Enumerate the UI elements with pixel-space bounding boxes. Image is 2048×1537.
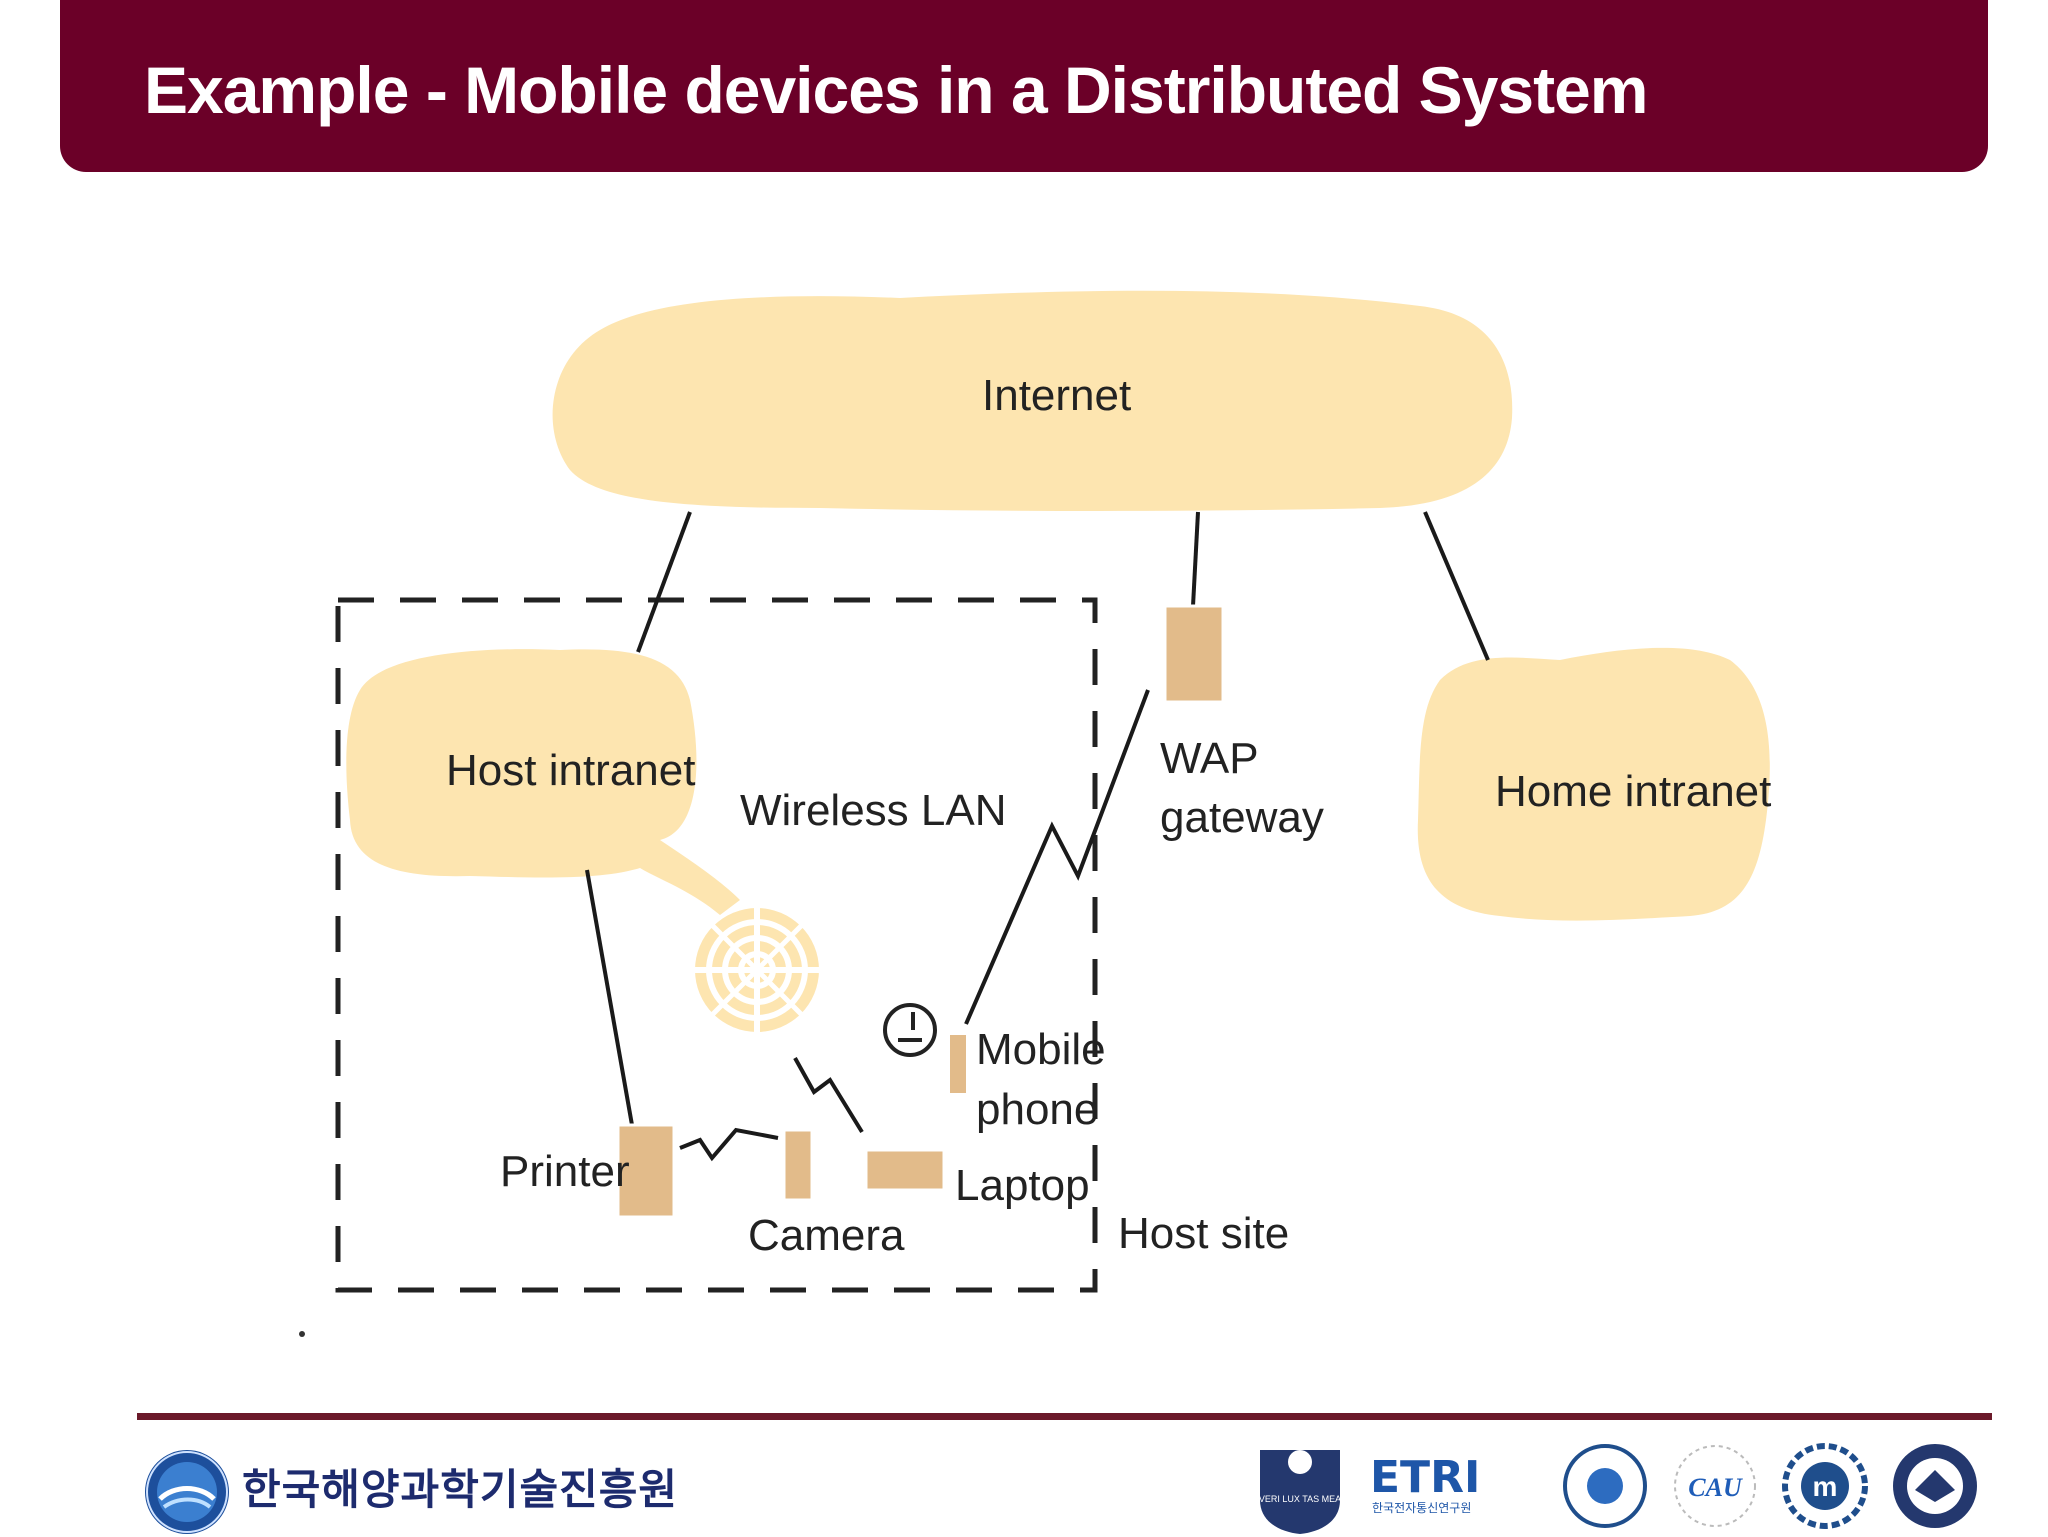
host-site-boundary bbox=[335, 597, 1098, 1293]
internet-label: Internet bbox=[982, 371, 1131, 420]
home-intranet-label: Home intranet bbox=[1495, 767, 1771, 816]
link-internet-home-intranet bbox=[1423, 511, 1490, 661]
snu-motto: VERI LUX TAS MEA bbox=[1259, 1494, 1341, 1504]
organization-name: 한국해양과학기술진흥원 bbox=[242, 1465, 679, 1514]
wap-gateway-device-icon bbox=[1163, 604, 1225, 704]
cau-wordmark: CAU bbox=[1688, 1473, 1743, 1502]
footer-divider bbox=[137, 1413, 1992, 1420]
aerospace-university-emblem-icon bbox=[1893, 1444, 1977, 1528]
wireless-link-printer-camera bbox=[679, 1127, 779, 1162]
etri-logo-icon: ETRI 한국전자통신연구원 bbox=[1370, 1452, 1480, 1515]
link-internet-host-intranet bbox=[636, 511, 692, 653]
slide-title: Example - Mobile devices in a Distribute… bbox=[144, 53, 1648, 127]
printer-device-icon bbox=[616, 1123, 676, 1219]
internet-cloud bbox=[552, 290, 1513, 511]
camera-label: Camera bbox=[748, 1211, 905, 1260]
etri-korean-name: 한국전자통신연구원 bbox=[1372, 1501, 1471, 1515]
etri-wordmark: ETRI bbox=[1370, 1452, 1480, 1503]
stray-dot bbox=[299, 1331, 305, 1337]
wireless-link-lan-laptop bbox=[793, 1057, 864, 1134]
camera-device-icon bbox=[782, 1128, 814, 1202]
host-intranet-label: Host intranet bbox=[446, 746, 695, 795]
host-intranet-cloud bbox=[346, 649, 740, 915]
link-host-intranet-printer bbox=[585, 869, 634, 1126]
svg-text:m: m bbox=[1813, 1471, 1838, 1502]
laptop-device-icon bbox=[864, 1148, 946, 1192]
inha-university-emblem-icon bbox=[1563, 1444, 1647, 1528]
snu-emblem-icon: VERI LUX TAS MEA bbox=[1259, 1450, 1341, 1534]
host-site-label: Host site bbox=[1118, 1209, 1289, 1258]
m-university-emblem-icon: m bbox=[1782, 1443, 1868, 1529]
title-bar bbox=[60, 0, 1988, 172]
wap-gateway-label-line2: gateway bbox=[1160, 793, 1324, 842]
user-icon bbox=[883, 1003, 937, 1057]
partner-logos: VERI LUX TAS MEA ETRI 한국전자통신연구원 CAU m bbox=[1259, 1443, 1977, 1534]
home-intranet-cloud bbox=[1417, 647, 1770, 921]
laptop-label: Laptop bbox=[955, 1161, 1090, 1210]
wireless-lan-label: Wireless LAN bbox=[740, 786, 1007, 835]
kimst-logo-icon bbox=[145, 1450, 229, 1534]
link-internet-wap-gateway bbox=[1191, 511, 1200, 607]
wireless-lan-antenna-icon bbox=[695, 908, 819, 1032]
wireless-link-phone-wap bbox=[964, 689, 1150, 1025]
wap-gateway-label-line1: WAP bbox=[1160, 734, 1259, 783]
cau-logo-icon: CAU bbox=[1674, 1445, 1756, 1527]
mobile-phone-label-line2: phone bbox=[976, 1085, 1098, 1134]
mobile-phone-device-icon bbox=[948, 1033, 968, 1095]
printer-label: Printer bbox=[500, 1147, 630, 1196]
mobile-phone-label-line1: Mobile bbox=[976, 1025, 1106, 1074]
